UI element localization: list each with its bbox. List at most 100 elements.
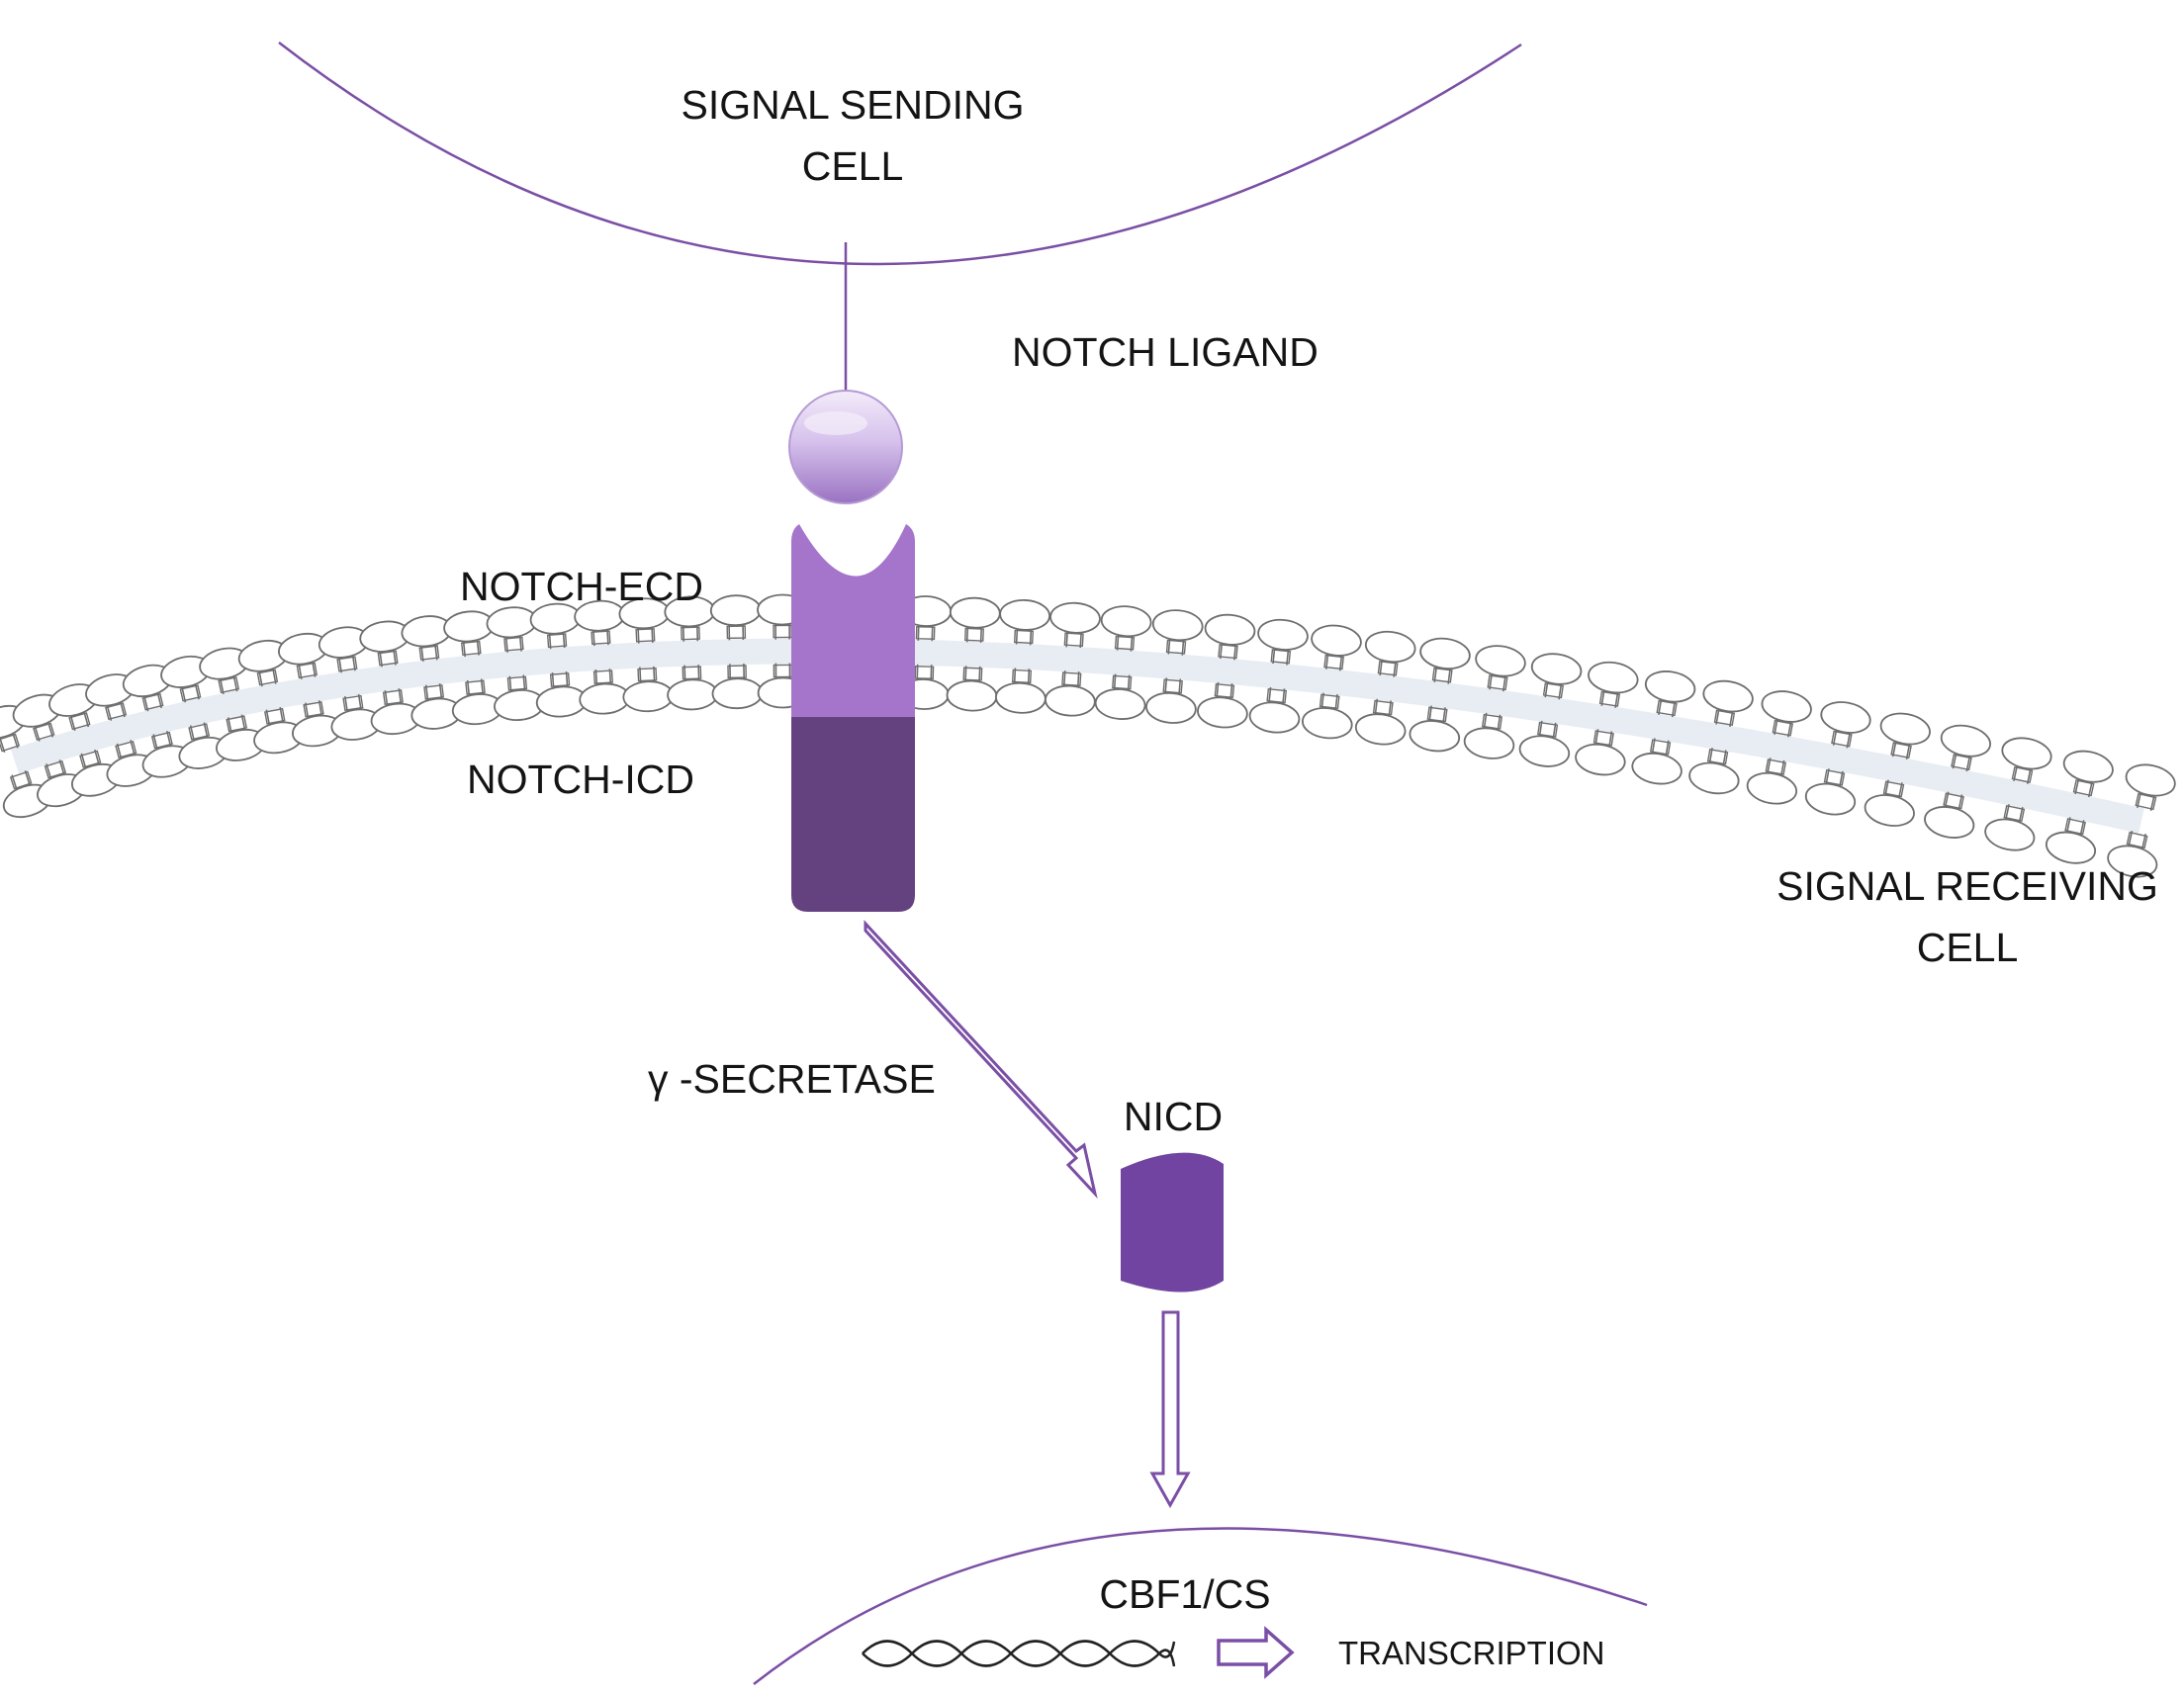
lipid-head [1204, 613, 1256, 646]
lipid-tail-box [1061, 671, 1082, 686]
lipid-head [1644, 670, 1696, 703]
dna-helix-icon [862, 1640, 1176, 1667]
lipid-tail-box [726, 625, 747, 640]
ligand-highlight [804, 411, 867, 435]
notch-ligand-sphere-icon [788, 390, 903, 504]
lipid-tail-box [2072, 779, 2095, 797]
lipid-tail-box [1713, 709, 1736, 727]
lipid-head [2125, 763, 2176, 797]
notch-ecd-label: NOTCH-ECD [460, 564, 703, 609]
nicd-to-nucleus-arrow-icon [1149, 1310, 1191, 1509]
lipid-tail-box [2135, 792, 2157, 811]
lipid-head [1145, 691, 1197, 724]
lipid-tail-box [1165, 639, 1187, 655]
lipid-head [946, 679, 998, 712]
lipid-head [1879, 712, 1931, 746]
notch-ligand-label: NOTCH LIGAND [1012, 329, 1319, 375]
lipid-head [1197, 696, 1248, 729]
lipid-tail-box [915, 626, 936, 640]
lipid-tail-box [1882, 780, 1905, 798]
lipid-tail-box [0, 733, 21, 753]
lipid-head [1364, 630, 1416, 664]
lipid-head [1746, 771, 1798, 805]
lipid-tail-box [264, 707, 286, 725]
lipid-head [1761, 690, 1812, 723]
lipid-head [1924, 806, 1975, 839]
lipid-head [1820, 701, 1871, 734]
lipid-tail-box [1706, 748, 1729, 765]
lipid-tail-box [179, 684, 202, 702]
lipid-head [2001, 737, 2052, 770]
lipid-tail-box [1823, 769, 1846, 786]
lipid-head [1354, 713, 1407, 746]
lipid-head [1094, 688, 1146, 720]
lipid-tail-box [33, 722, 55, 742]
lipid-tail-box [1218, 644, 1238, 660]
gamma-secretase-arrow-icon [864, 920, 1098, 1200]
lipid-head [486, 606, 538, 639]
lipid-tail-box [382, 689, 404, 706]
lipid-tail-box [1943, 792, 1964, 810]
lipid-tail-box [1537, 721, 1559, 738]
lipid-head [1409, 720, 1461, 753]
lipid-tail-box [79, 750, 102, 768]
lipid-tail-box [105, 702, 128, 721]
lipid-tail-box [1266, 687, 1288, 704]
lipid-tail-box [506, 675, 528, 691]
notch-icd-label: NOTCH-ICD [467, 757, 694, 802]
lipid-head [1463, 727, 1515, 759]
lipid-head [1151, 609, 1204, 642]
lipid-tail-box [1765, 759, 1787, 775]
lipid-head [1301, 707, 1353, 740]
lipid-tail-box [1481, 713, 1503, 730]
lipid-tail-box [1656, 699, 1678, 717]
lipid-tail-box [1214, 682, 1235, 699]
lipid-tail-box [1431, 667, 1453, 683]
lipid-tail-box [9, 770, 33, 790]
lipid-tail-box [256, 669, 279, 686]
lipid-tail-box [336, 656, 358, 672]
lipid-head [709, 594, 762, 627]
lipid-tail-box [682, 666, 702, 680]
lipid-head [949, 596, 1001, 629]
lipid-tail-box [1372, 699, 1394, 716]
lipid-tail-box [377, 650, 399, 667]
lipid-tail-box [1270, 649, 1292, 665]
lipid-head [999, 598, 1050, 631]
lipid-tail-box [418, 645, 440, 661]
lipid-tail-box [1112, 674, 1133, 690]
lipid-tail-box [962, 667, 983, 681]
lipid-tail-box [1831, 730, 1853, 748]
lipid-tail-box [2126, 831, 2148, 849]
lipid-head [579, 682, 631, 715]
lipid-tail-box [1114, 635, 1136, 651]
lipid-head [1575, 743, 1626, 776]
lipid-tail-box [681, 626, 700, 641]
lipid-tail-box [1598, 690, 1621, 707]
lipid-head [1631, 752, 1683, 785]
gamma-secretase-label: γ -SECRETASE [648, 1056, 936, 1102]
lipid-tail-box [592, 669, 613, 684]
lipid-tail-box [68, 712, 91, 731]
lipid-head [1984, 818, 2036, 851]
lipid-tail-box [1319, 693, 1340, 710]
nicd-cylinder [1121, 1152, 1224, 1293]
notch-ecd-shape [791, 524, 915, 719]
lipid-tail-box [914, 666, 935, 679]
signal-sending-label-line2: CELL [802, 143, 904, 189]
lipid-head [1864, 794, 1915, 827]
lipid-tail-box [342, 694, 364, 711]
lipid-head [1045, 684, 1096, 717]
notch-icd-shape [791, 717, 915, 912]
lipid-head [2107, 845, 2158, 878]
lipid-tail-box [1323, 654, 1344, 670]
lipid-tail-box [226, 715, 248, 733]
lipid-head [667, 678, 718, 711]
lipid-head [1311, 624, 1362, 657]
signal-receiving-label-line1: SIGNAL RECEIVING [1776, 863, 2158, 909]
cbf1-label: CBF1/CS [1099, 1571, 1270, 1617]
lipid-head [1475, 645, 1526, 677]
lipid-tail-box [1487, 674, 1508, 691]
lipid-tail-box [635, 628, 656, 643]
